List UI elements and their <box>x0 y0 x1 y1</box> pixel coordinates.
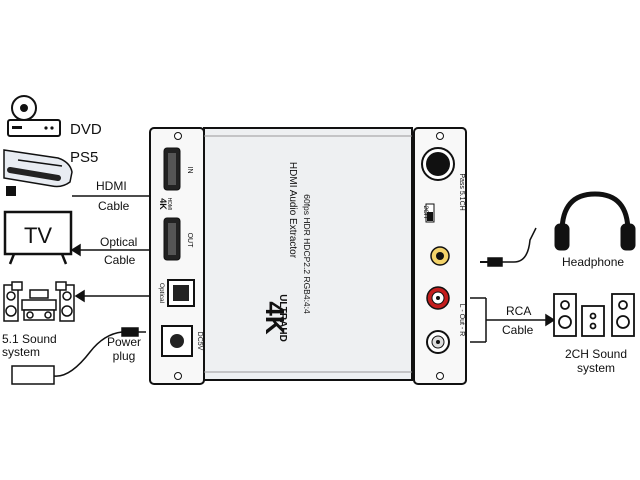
optical-out-arrow <box>74 289 156 303</box>
rca-out-label: L - Out - R <box>458 304 465 336</box>
power-plug-label-2: plug <box>112 349 136 363</box>
sound-system-51-icon <box>3 281 75 322</box>
dvd-label: DVD <box>70 121 102 138</box>
brand-ultrahd: ULTRAHD <box>277 294 288 342</box>
device-spec: 60fps HDR HDCP2.2 RGB4:4:4 <box>302 194 312 314</box>
switch-pass-label: Pass 5.1CH <box>458 173 465 210</box>
device-output-panel <box>413 127 467 385</box>
device-input-panel <box>149 127 205 385</box>
dvd-player-icon <box>7 95 61 137</box>
switch-2ch-label: 2CH <box>422 205 429 218</box>
hdmi-logo-text: HDMI <box>166 198 172 211</box>
headphone-cable <box>480 227 537 267</box>
hdmi-in-label: IN <box>186 167 193 174</box>
power-plug-label-1: Power <box>106 335 141 349</box>
device-port-labels: IN OUT 4K HDMI Optical DC5V 4K ULTRAHD H… <box>158 162 465 351</box>
optical-cable-label-1: Optical <box>100 235 138 249</box>
ps5-console-icon <box>3 149 73 196</box>
dc-port-label: DC5V <box>196 332 203 351</box>
hdmi-logo-4k: 4K <box>158 198 168 210</box>
brand-4k: 4K <box>260 301 290 334</box>
rca-cable-label-1: RCA <box>506 304 532 318</box>
optical-arrow <box>70 243 156 257</box>
ps5-label: PS5 <box>70 149 99 166</box>
sound-2ch-label-1: 2CH Sound <box>564 347 628 361</box>
sound-2ch-label-2: system <box>576 361 615 375</box>
sound-51-label-1: 5.1 Sound <box>2 332 57 346</box>
optical-port-label: Optical <box>158 283 165 304</box>
headphone-label: Headphone <box>562 255 625 269</box>
hdmi-cable-label-2: Cable <box>98 199 130 213</box>
sound-51-label-2: system <box>2 345 41 359</box>
optical-cable-label-2: Cable <box>104 253 136 267</box>
tv-screen-label: TV <box>24 223 52 248</box>
rca-cable-label-2: Cable <box>502 323 534 337</box>
power-adapter-icon <box>11 327 146 385</box>
headphone-icon <box>554 191 636 251</box>
speakers-2ch-icon <box>553 293 635 337</box>
tv-icon <box>3 210 73 265</box>
device-body <box>203 127 413 381</box>
rca-bracket-arrow <box>470 297 556 343</box>
hdmi-cable-label-1: HDMI <box>96 179 127 193</box>
device-title: HDMI Audio Extractor <box>287 162 298 259</box>
hdmi-out-label: OUT <box>186 233 193 249</box>
